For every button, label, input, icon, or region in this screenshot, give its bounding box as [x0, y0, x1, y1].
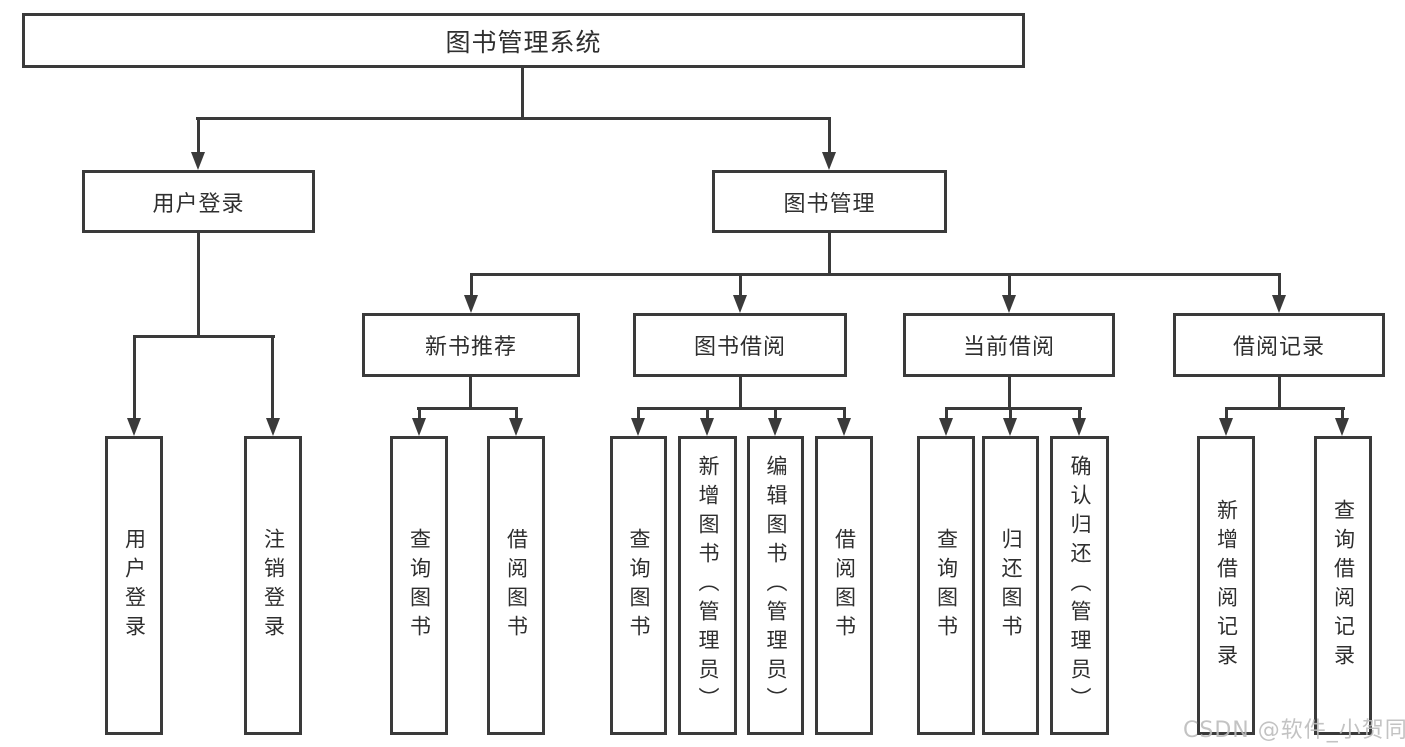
- node-label: 用户登录: [122, 527, 147, 644]
- connector-line: [774, 407, 777, 421]
- connector-line: [828, 117, 831, 153]
- connector-line: [271, 335, 274, 419]
- connector-line: [1225, 407, 1228, 421]
- node-book-management: 图书管理: [712, 170, 947, 233]
- connector-line: [469, 377, 472, 408]
- arrowhead-down-icon: [768, 418, 782, 436]
- node-current-borrowing: 当前借阅: [903, 313, 1115, 377]
- connector-line: [945, 407, 948, 421]
- node-label: 借阅记录: [1232, 335, 1325, 360]
- leaf-query-books-current: 查询图书: [917, 436, 975, 735]
- arrowhead-down-icon: [1002, 295, 1016, 313]
- connector-line: [417, 407, 518, 410]
- connector-line: [470, 273, 1280, 276]
- node-label: 归还图书: [999, 527, 1023, 644]
- arrowhead-down-icon: [266, 418, 280, 436]
- node-label: 用户登录: [152, 191, 245, 217]
- node-label: 当前借阅: [962, 335, 1055, 360]
- node-book-borrowing: 图书借阅: [633, 313, 847, 377]
- node-label: 新增借阅记录: [1214, 498, 1239, 673]
- arrowhead-down-icon: [1219, 418, 1233, 436]
- connector-line: [637, 407, 640, 421]
- leaf-edit-books-admin: 编辑图书（管理员）: [747, 436, 804, 735]
- leaf-query-books-borrow: 查询图书: [610, 436, 667, 735]
- arrowhead-down-icon: [1272, 295, 1286, 313]
- arrowhead-down-icon: [1003, 418, 1017, 436]
- connector-line: [1078, 407, 1081, 421]
- leaf-borrow-books: 借阅图书: [815, 436, 873, 735]
- node-new-book-recommendation: 新书推荐: [362, 313, 580, 377]
- node-label: 编辑图书（管理员）: [764, 455, 788, 716]
- leaf-confirm-return-admin: 确认归还（管理员）: [1050, 436, 1109, 735]
- connector-line: [637, 407, 846, 410]
- arrowhead-down-icon: [191, 152, 205, 170]
- node-label: 查询借阅记录: [1331, 498, 1356, 673]
- node-label: 新增图书（管理员）: [696, 455, 720, 716]
- leaf-user-login: 用户登录: [105, 436, 163, 735]
- connector-line: [843, 407, 846, 421]
- node-label: 图书管理系统: [445, 27, 602, 57]
- node-borrowing-records: 借阅记录: [1173, 313, 1385, 377]
- connector-line: [515, 407, 518, 421]
- arrowhead-down-icon: [1072, 418, 1086, 436]
- node-label: 图书管理: [783, 191, 876, 217]
- connector-line: [739, 273, 742, 297]
- arrowhead-down-icon: [412, 418, 426, 436]
- leaf-query-books-recommend: 查询图书: [390, 436, 448, 735]
- connector-line: [197, 117, 200, 153]
- arrowhead-down-icon: [822, 152, 836, 170]
- node-label: 注销登录: [261, 527, 286, 644]
- connector-line: [196, 117, 831, 120]
- arrowhead-down-icon: [127, 418, 141, 436]
- connector-line: [418, 407, 421, 421]
- connector-line: [521, 68, 524, 119]
- arrowhead-down-icon: [733, 295, 747, 313]
- connector-line: [706, 407, 709, 421]
- leaf-add-books-admin: 新增图书（管理员）: [678, 436, 737, 735]
- watermark: CSDN @软件_小贺同学: [1183, 718, 1405, 743]
- node-label: 借阅图书: [832, 527, 857, 644]
- leaf-borrow-books-recommend: 借阅图书: [487, 436, 545, 735]
- node-label: 图书借阅: [693, 335, 786, 360]
- connector-line: [133, 335, 275, 338]
- connector-line: [1225, 407, 1345, 410]
- node-label: 查询图书: [627, 527, 651, 644]
- arrowhead-down-icon: [939, 418, 953, 436]
- arrowhead-down-icon: [464, 295, 478, 313]
- connector-line: [1008, 273, 1011, 297]
- connector-line: [1278, 377, 1281, 408]
- leaf-logout: 注销登录: [244, 436, 302, 735]
- arrowhead-down-icon: [1335, 418, 1349, 436]
- node-label: 查询图书: [407, 527, 432, 644]
- connector-line: [1008, 377, 1011, 408]
- node-library-management-system: 图书管理系统: [22, 13, 1025, 68]
- connector-line: [470, 273, 473, 297]
- node-label: 确认归还（管理员）: [1068, 455, 1092, 716]
- connector-line: [945, 407, 1082, 410]
- connector-line: [133, 335, 136, 419]
- node-label: 查询图书: [934, 527, 959, 644]
- arrowhead-down-icon: [631, 418, 645, 436]
- connector-line: [1278, 273, 1281, 297]
- arrowhead-down-icon: [509, 418, 523, 436]
- leaf-query-borrow-record: 查询借阅记录: [1314, 436, 1372, 735]
- leaf-return-books: 归还图书: [982, 436, 1039, 735]
- connector-line: [1009, 407, 1012, 421]
- connector-line: [1341, 407, 1344, 421]
- connector-line: [197, 233, 200, 335]
- leaf-add-borrow-record: 新增借阅记录: [1197, 436, 1255, 735]
- node-label: 借阅图书: [504, 527, 529, 644]
- node-label: 新书推荐: [424, 335, 517, 360]
- connector-line: [828, 233, 831, 273]
- connector-line: [739, 377, 742, 408]
- arrowhead-down-icon: [837, 418, 851, 436]
- node-user-login: 用户登录: [82, 170, 315, 233]
- arrowhead-down-icon: [700, 418, 714, 436]
